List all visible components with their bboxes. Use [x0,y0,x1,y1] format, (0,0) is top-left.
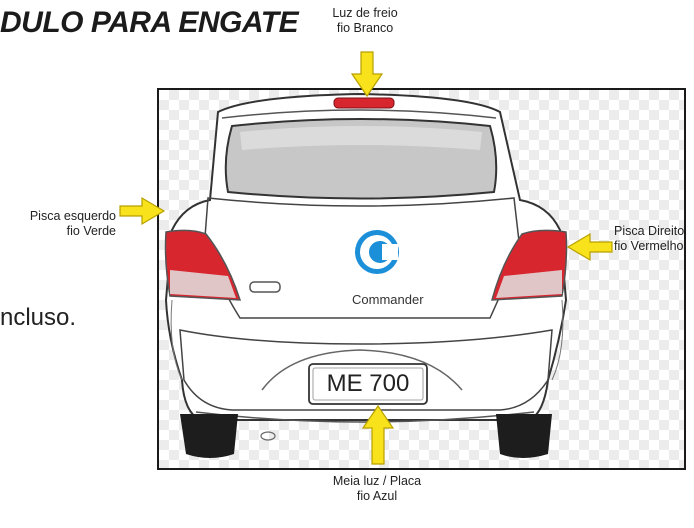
label-left-turn-line2: fio Verde [66,224,116,238]
trunk-badge [249,281,281,293]
spoiler-line [221,109,497,119]
arrow-shape [361,404,395,465]
arrow-shape [566,232,613,262]
lower-bumper [195,411,535,423]
label-right-turn-line1: Pisca Direito [614,224,685,238]
arrow-right-icon [119,196,166,226]
arrow-up-icon [361,404,395,465]
bumper-plate-recess [261,349,463,391]
label-plate-light-line2: fio Azul [356,489,398,503]
arrow-down-icon [350,51,384,98]
page-title: DULO PARA ENGATE [0,6,299,39]
rear-bumper [179,329,553,411]
label-right-turn-line2: fio Vermelho [614,239,684,253]
right-taillight-lens [496,270,562,298]
left-tire [180,414,238,458]
arrow-shape [350,51,384,98]
label-brake-light: Luz de freio fio Branco [300,6,430,36]
license-plate-text: ME 700 [326,370,410,397]
brand-name: Commander [352,292,424,307]
label-left-turn-line1: Pisca esquerdo [29,209,116,223]
right-body-contour [551,299,564,381]
brake-light [333,97,395,109]
left-body-contour [170,299,183,381]
label-left-turn: Pisca esquerdo fio Verde [16,209,116,239]
exhaust-marker [260,431,276,441]
label-brake-light-line1: Luz de freio [332,6,398,20]
right-tire [496,414,552,458]
label-plate-light-line1: Meia luz / Placa [332,474,422,488]
window-shine [240,126,482,150]
label-right-turn: Pisca Direito fio Vermelho [614,224,694,254]
arrow-left-icon [566,232,613,262]
left-taillight-lens [170,270,236,298]
license-plate [308,363,428,405]
arrow-shape [119,196,166,226]
brand-logo-icon [355,230,399,274]
label-brake-light-line2: fio Branco [336,21,394,35]
side-text: ncluso. [0,304,77,331]
label-plate-light: Meia luz / Placa fio Azul [312,474,442,504]
